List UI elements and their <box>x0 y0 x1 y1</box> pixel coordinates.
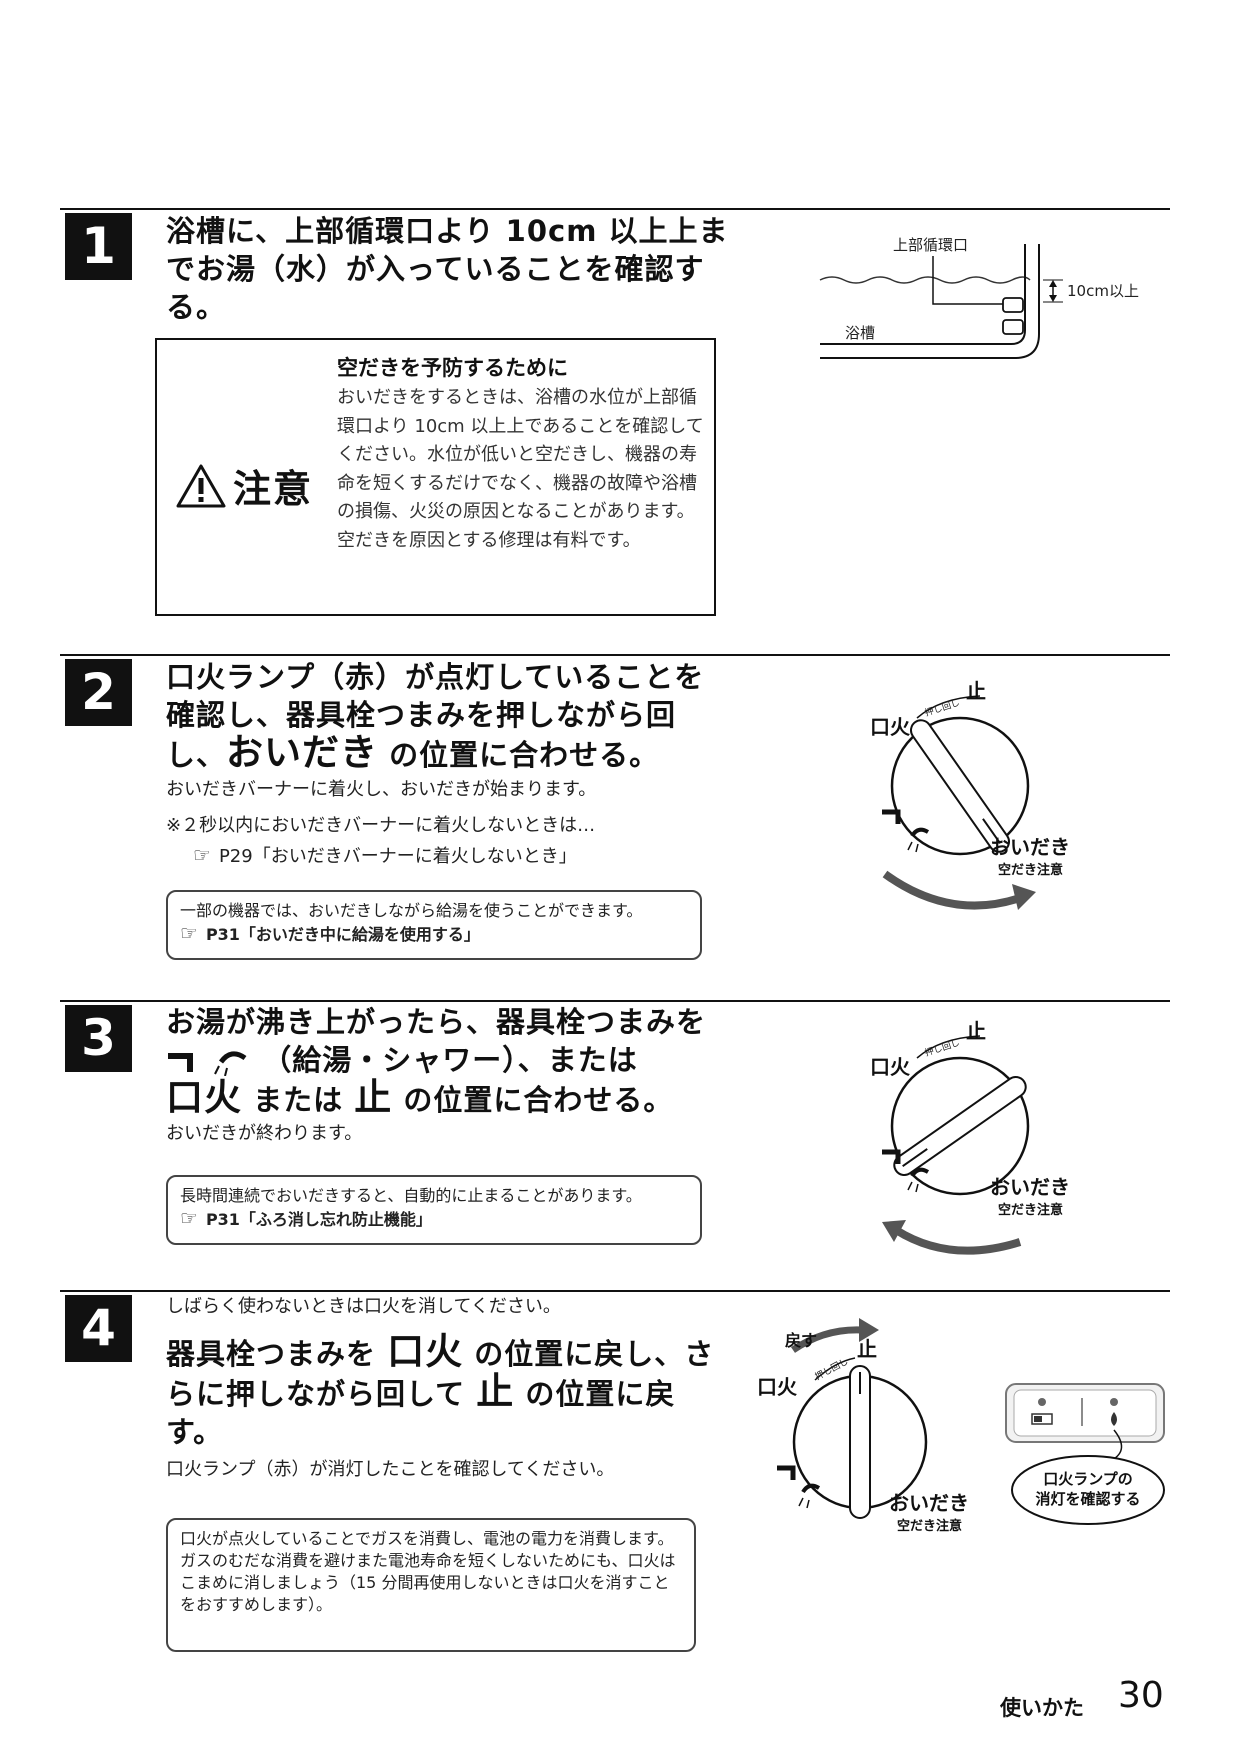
oidaki-label: おいだき <box>990 1175 1070 1199</box>
step4-divider <box>60 1290 1170 1292</box>
step2-note: ※２秒以内においだきバーナーに着火しないときは… <box>166 815 596 836</box>
step4-kuchibi: 口火 <box>387 1330 464 1373</box>
step1-title: 浴槽に、上部循環口より 10cm 以上上までお湯（水）が入っていることを確認する… <box>166 214 729 324</box>
knob-diagram-step4: 戻す 押し回し 口火 止 おいだき 空だき注意 <box>757 1318 969 1534</box>
callout-line2: 消灯を確認する <box>1035 1490 1140 1508</box>
shower-icon <box>907 1167 930 1193</box>
step3-title-line2: （給湯・シャワー）、または <box>166 1041 726 1079</box>
step4-number: 4 <box>65 1295 132 1362</box>
step1-number: 1 <box>65 213 132 280</box>
turn-arrow <box>882 870 1022 910</box>
modosu-label: 戻す <box>784 1331 817 1350</box>
return-arrow <box>791 1326 864 1353</box>
step2-note-box: 一部の機器では、おいだきしながら給湯を使うことができます。 ☞ P31「おいだき中… <box>166 890 702 960</box>
karadaki-label: 空だき注意 <box>897 1518 962 1534</box>
faucet-icon <box>882 809 901 824</box>
step1-divider <box>60 208 1170 210</box>
callout-bubble <box>1011 1455 1165 1525</box>
press-turn-label: 押し回し <box>923 696 961 719</box>
step3-divider <box>60 1000 1170 1002</box>
outlet-label: 上部循環口 <box>893 236 968 254</box>
footer-section-label: 使いかた <box>1000 1696 1084 1720</box>
step3-number: 3 <box>65 1005 132 1072</box>
flame-icon <box>1111 1412 1117 1426</box>
step3-title-line3: 口火 または 止 の位置に合わせる。 <box>166 1079 726 1119</box>
karadaki-label: 空だき注意 <box>998 1202 1063 1218</box>
step3-kuchibi: 口火 <box>166 1076 242 1119</box>
kuchibi-label: 口火 <box>870 1055 911 1079</box>
step3-title-line1: お湯が沸き上がったら、器具栓つまみを <box>166 1005 707 1039</box>
step3-box-ref-text: P31「ふろ消し忘れ防止機能」 <box>205 1210 432 1229</box>
step2-number: 2 <box>65 659 132 726</box>
tome-label: 止 <box>857 1337 877 1361</box>
step2-box-ref-text: P31「おいだき中に給湯を使用する」 <box>205 925 480 944</box>
oidaki-label: おいだき <box>889 1491 969 1515</box>
pilot-lamp <box>1110 1398 1118 1406</box>
step4-title-b: の位置に戻し、さらに押しながら回して <box>166 1337 715 1411</box>
step2-divider <box>60 654 1170 656</box>
knob-diagram-step3: 押し回し 口火 止 おいだき 空だき注意 <box>870 1019 1070 1255</box>
step4-note-box: 口火が点火していることでガスを消費し、電池の電力を消費します。ガスのむだな消費を… <box>166 1518 696 1652</box>
step2-title-rest: の位置に合わせる。 <box>389 738 660 772</box>
faucet-icon <box>777 1465 796 1480</box>
caution-title: 空だきを予防するために <box>337 356 568 380</box>
step4-title-c: の位置に戻す。 <box>166 1377 676 1449</box>
kuchibi-label: 口火 <box>870 715 911 739</box>
shower-icon <box>214 1051 247 1077</box>
height-label: 10cm以上 <box>1067 282 1139 300</box>
step3-mata: または <box>253 1083 344 1117</box>
step4-title: 器具栓つまみを 口火 の位置に戻し、さらに押しながら回して 止 の位置に戻す。 <box>166 1333 726 1451</box>
step4-body: 口火ランプ（赤）が消灯したことを確認してください。 <box>166 1459 615 1480</box>
lamp-panel-diagram: 口火ランプの 消灯を確認する <box>1005 1383 1165 1525</box>
caution-word: 注意 <box>233 467 314 511</box>
step3-box-ref: ☞ P31「ふろ消し忘れ防止機能」 <box>180 1207 688 1231</box>
faucet-icon <box>882 1149 901 1164</box>
tub-label: 浴槽 <box>845 324 875 342</box>
lamp-indicator <box>1038 1398 1046 1406</box>
battery-icon <box>1031 1413 1053 1425</box>
caution-heading: 注意 <box>175 458 313 513</box>
step3-title-rest: の位置に合わせる。 <box>403 1083 674 1117</box>
bathtub-level-diagram: 上部循環口 10cm以上 浴槽 <box>819 236 1139 359</box>
page-number: 30 <box>1118 1675 1164 1716</box>
warning-icon <box>176 464 226 507</box>
karadaki-label: 空だき注意 <box>998 862 1063 878</box>
callout-line1: 口火ランプの <box>1043 1470 1133 1488</box>
step3-tome: 止 <box>354 1076 393 1119</box>
step2-body: おいだきバーナーに着火し、おいだきが始まります。 <box>166 779 597 800</box>
step3-title-line2-text: （給湯・シャワー）、または <box>262 1043 638 1077</box>
step2-ref: ☞ P29「おいだきバーナーに着火しないとき」 <box>193 842 577 868</box>
oidaki-label: おいだき <box>990 835 1070 859</box>
caution-box: 注意 空だきを予防するために おいだきをするときは、浴槽の水位が上部循環口より … <box>155 338 716 616</box>
turn-back-arrow <box>893 1226 1022 1255</box>
tome-label: 止 <box>966 679 986 703</box>
step2-title-emph: おいだき <box>226 731 379 774</box>
pointing-hand-icon: ☞ <box>180 1206 198 1230</box>
faucet-icon <box>168 1053 193 1072</box>
press-turn-label: 押し回し <box>923 1036 961 1059</box>
step2-title-line1: 口火ランプ（赤）が点灯していることを確認し、器具栓つまみを押しながら回し、 <box>166 660 705 772</box>
step3-body: おいだきが終わります。 <box>166 1123 363 1144</box>
step3-title: お湯が沸き上がったら、器具栓つまみを （給湯・シャワー）、または 口火 または … <box>166 1003 726 1119</box>
step2-box-text: 一部の機器では、おいだきしながら給湯を使うことができます。 <box>180 901 643 920</box>
caution-text: おいだきをするときは、浴槽の水位が上部循環口より 10cm 以上上であることを確… <box>337 387 704 551</box>
knob-diagram-step2: 押し回し 口火 止 おいだき 空だき注意 <box>870 679 1070 910</box>
tome-label: 止 <box>966 1019 986 1043</box>
step4-tome: 止 <box>476 1370 515 1413</box>
step2-ref-text: P29「おいだきバーナーに着火しないとき」 <box>218 846 577 867</box>
shower-icon <box>798 1483 821 1509</box>
step3-box-text: 長時間連続でおいだきすると、自動的に止まることがあります。 <box>180 1186 642 1205</box>
step2-title: 口火ランプ（赤）が点灯していることを確認し、器具栓つまみを押しながら回し、おいだ… <box>166 658 726 774</box>
step2-box-ref: ☞ P31「おいだき中に給湯を使用する」 <box>180 922 688 946</box>
step4-title-a: 器具栓つまみを <box>166 1337 377 1371</box>
kuchibi-label: 口火 <box>757 1375 798 1399</box>
step3-note-box: 長時間連続でおいだきすると、自動的に止まることがあります。 ☞ P31「ふろ消し忘… <box>166 1175 702 1245</box>
step4-lead: しばらく使わないときは口火を消してください。 <box>166 1296 561 1317</box>
shower-icon <box>907 827 930 853</box>
pointing-hand-icon: ☞ <box>193 843 211 867</box>
step4-box-text: 口火が点火していることでガスを消費し、電池の電力を消費します。ガスのむだな消費を… <box>180 1529 676 1614</box>
pointing-hand-icon: ☞ <box>180 921 198 945</box>
